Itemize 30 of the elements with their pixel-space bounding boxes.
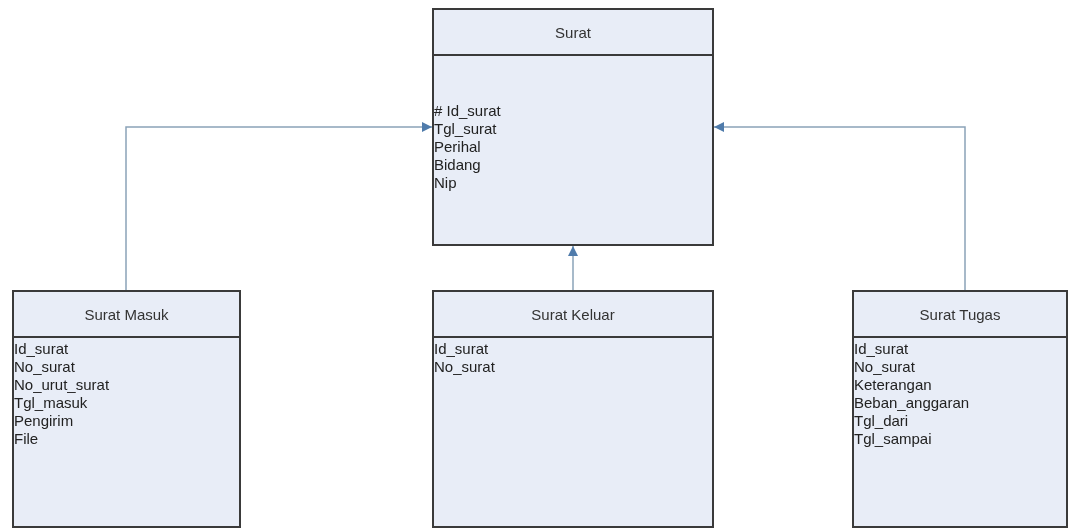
attribute: Bidang: [434, 156, 481, 174]
attribute: Tgl_surat: [434, 120, 497, 138]
class-name: Surat Tugas: [919, 305, 1001, 323]
arrow: [713, 122, 966, 291]
attribute: No_surat: [854, 358, 915, 376]
attribute: No_urut_surat: [14, 376, 110, 394]
attribute: Tgl_dari: [854, 412, 909, 430]
class-box: [852, 290, 1068, 528]
attribute: Tgl_masuk: [14, 394, 88, 412]
attribute: Keterangan: [854, 376, 932, 394]
attribute: File: [14, 430, 39, 448]
class-name: Surat Keluar: [531, 305, 615, 323]
attribute: # Id_surat: [434, 102, 501, 120]
attribute: Beban_anggaran: [854, 394, 970, 412]
class-name: Surat Masuk: [84, 305, 169, 323]
arrow: [568, 245, 578, 291]
attribute: No_surat: [434, 358, 495, 376]
class-box: [432, 8, 714, 246]
arrow: [125, 122, 433, 291]
attribute: Id_surat: [14, 340, 69, 358]
attribute: Perihal: [434, 138, 481, 156]
class-box: [432, 290, 714, 528]
class-box: [12, 290, 241, 528]
attribute: Id_surat: [854, 340, 909, 358]
attribute: Pengirim: [14, 412, 74, 430]
attribute: Nip: [434, 174, 457, 192]
attribute: No_surat: [14, 358, 75, 376]
class-name: Surat: [555, 23, 591, 41]
attribute: Id_surat: [434, 340, 489, 358]
attribute: Tgl_sampai: [854, 430, 932, 448]
